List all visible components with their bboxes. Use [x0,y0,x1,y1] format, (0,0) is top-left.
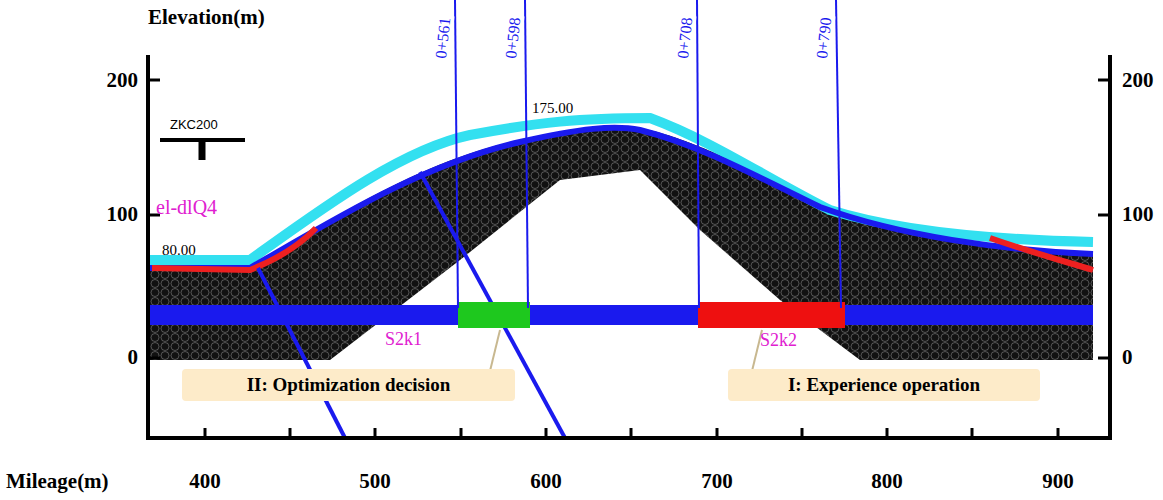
leader-line [490,330,500,371]
tick-label: 0 [1122,346,1133,369]
tick-label: 400 [189,470,221,493]
section-line [697,0,699,308]
axis-ticks [148,80,1110,438]
callout-text: II: Optimization decision [196,374,501,396]
section-line [455,0,458,308]
elevation-label: 175.00 [532,100,573,117]
rock-mass [150,127,1093,360]
tick-label: 500 [359,470,391,493]
axis [146,55,150,440]
tick-label: 600 [530,470,562,493]
mileage-marker: 0+561 [432,15,454,62]
axis-title: Mileage(m) [6,470,109,493]
tick-label: 0 [128,346,139,369]
tick-label: 700 [701,470,733,493]
overburden-patch [152,228,316,270]
stratum-label: S2k1 [385,330,422,350]
axis [1108,55,1112,440]
borehole-symbol [199,140,206,160]
fault-line [258,268,345,438]
mileage-marker: 0+708 [674,15,696,62]
callout-box: I: Experience operation [728,369,1040,401]
tick-label: 900 [1042,470,1074,493]
elevation-label: 80.00 [162,242,196,259]
overburden-patch [990,238,1093,270]
tunnel-axis [150,305,1093,325]
tick-label: 100 [107,203,139,226]
callout-text: I: Experience operation [742,374,1026,396]
borehole-label: ZKC200 [170,118,218,132]
experience-section [698,302,845,328]
tick-label: 100 [1122,203,1154,226]
optimized-section [458,302,530,328]
section-line [525,0,528,308]
section-line [836,0,841,308]
tick-label: 800 [871,470,903,493]
stratum-label: el-dlQ4 [156,196,217,218]
tick-label: 200 [107,69,139,92]
tick-label: 200 [1122,69,1154,92]
mileage-marker: 0+790 [813,15,835,62]
stratum-label: S2k2 [760,331,797,351]
mileage-marker: 0+598 [502,15,524,62]
callout-box: II: Optimization decision [182,369,515,401]
axis-title: Elevation(m) [148,6,265,29]
